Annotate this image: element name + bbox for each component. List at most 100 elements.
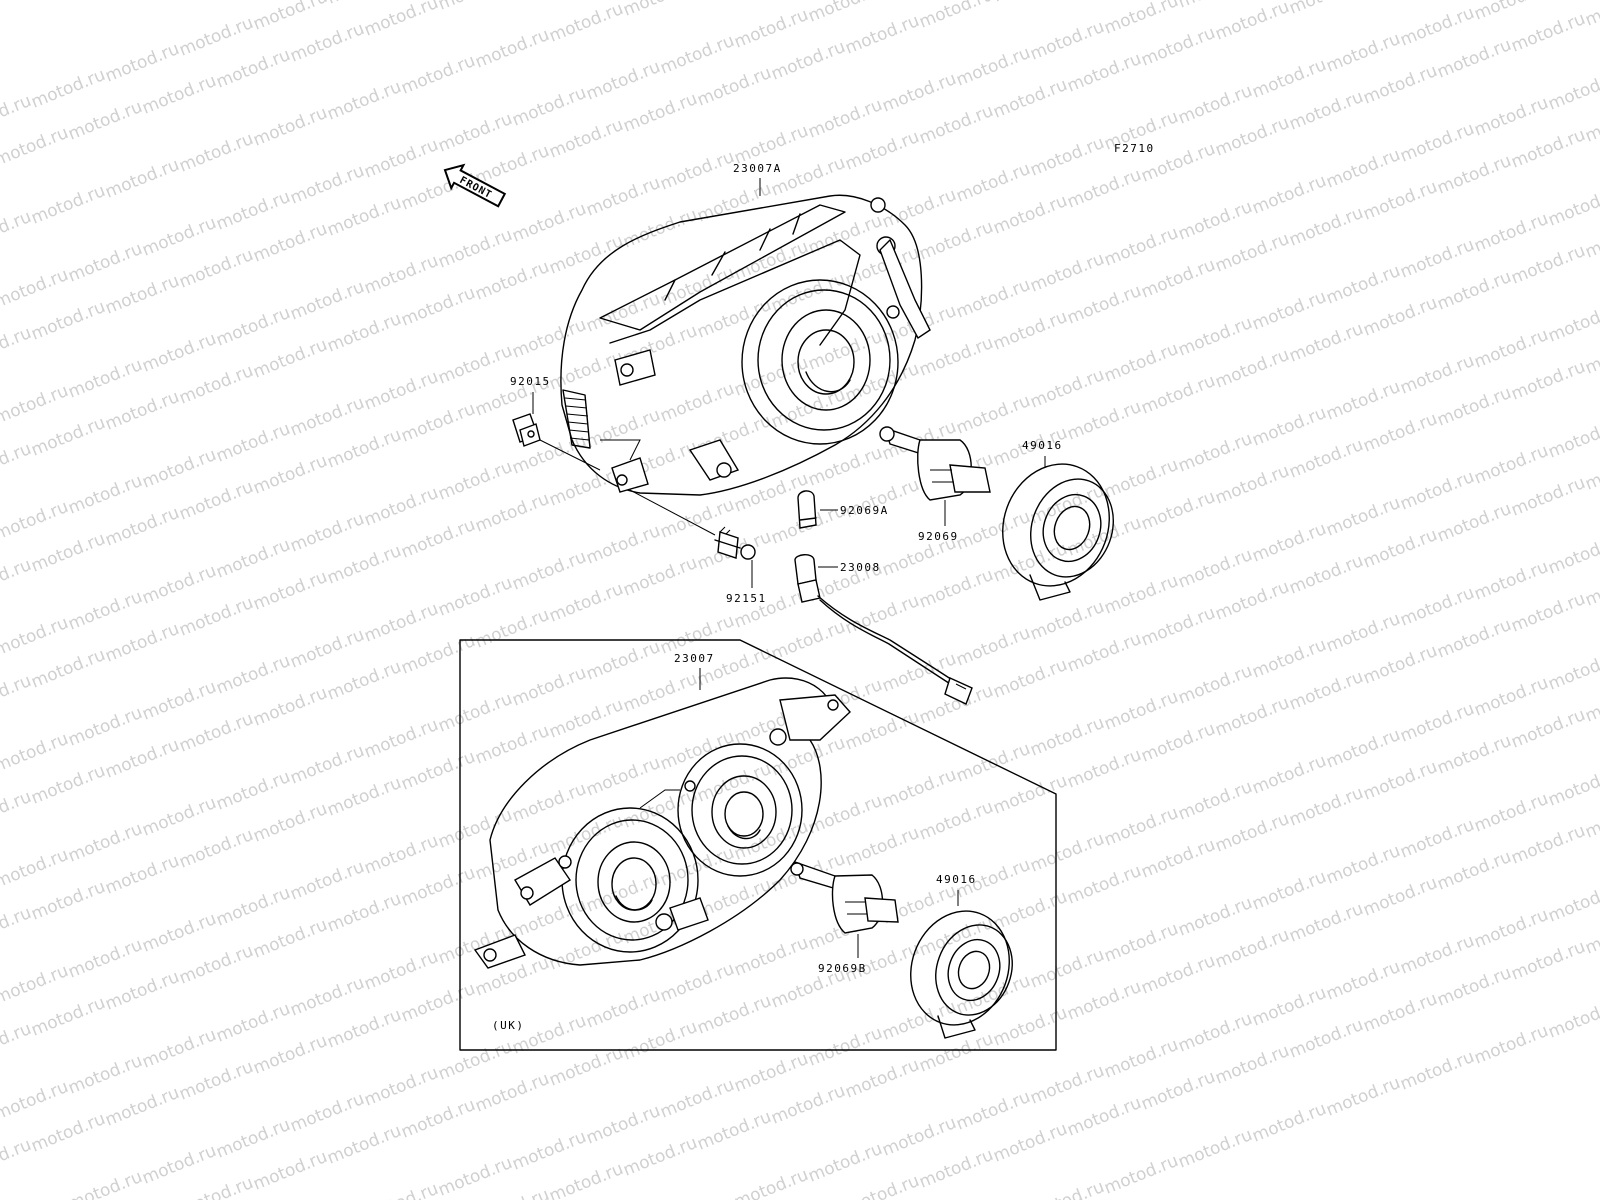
watermark-text: motod.ru bbox=[1545, 299, 1600, 347]
watermark-text: motod.ru bbox=[990, 539, 1070, 587]
watermark-text: motod.ru bbox=[1360, 525, 1440, 573]
watermark-text: motod.ru bbox=[1027, 597, 1107, 645]
watermark-text: motod.ru bbox=[1397, 583, 1477, 631]
watermark-text: motod.ru bbox=[0, 265, 71, 313]
watermark-text: motod.ru bbox=[1397, 1047, 1477, 1095]
watermark-text: motod.ru bbox=[28, 1109, 108, 1157]
watermark-text: motod.ru bbox=[250, 451, 330, 499]
watermark-text: motod.ru bbox=[1471, 789, 1551, 837]
watermark-text: motod.ru bbox=[213, 535, 293, 583]
watermark-text: motod.ru bbox=[213, 1115, 293, 1163]
watermark-text: motod.ru bbox=[916, 797, 996, 845]
watermark-text: motod.ru bbox=[0, 123, 71, 171]
watermark-text: motod.ru bbox=[65, 935, 145, 983]
watermark-text: motod.ru bbox=[435, 689, 515, 737]
watermark-text: motod.ru bbox=[805, 443, 885, 491]
watermark-text: motod.ru bbox=[361, 0, 441, 41]
watermark-text: motod.ru bbox=[1212, 0, 1292, 45]
watermark-text: motod.ru bbox=[102, 1083, 182, 1131]
watermark-text: motod.ru bbox=[287, 393, 367, 441]
part-label-23007: 23007 bbox=[674, 652, 715, 665]
watermark-text: motod.ru bbox=[583, 753, 663, 801]
watermark-text: motod.ru bbox=[398, 747, 478, 795]
watermark-text: motod.ru bbox=[1175, 777, 1255, 825]
watermark-text: motod.ru bbox=[583, 985, 663, 1033]
watermark-text: motod.ru bbox=[176, 593, 256, 641]
watermark-text: motod.ru bbox=[361, 947, 441, 995]
watermark-text: motod.ru bbox=[176, 361, 256, 409]
watermark-text: motod.ru bbox=[1249, 635, 1329, 683]
watermark-text: motod.ru bbox=[0, 381, 71, 429]
watermark-text: motod.ru bbox=[694, 991, 774, 1039]
watermark-text: motod.ru bbox=[213, 651, 293, 699]
watermark-text: motod.ru bbox=[213, 999, 293, 1047]
watermark-text: motod.ru bbox=[1027, 17, 1107, 65]
watermark-text: motod.ru bbox=[1064, 1093, 1144, 1141]
watermark-text: motod.ru bbox=[1212, 693, 1292, 741]
watermark-text: motod.ru bbox=[1212, 577, 1292, 625]
watermark-text: motod.ru bbox=[1360, 293, 1440, 341]
part-label-92069: 92069 bbox=[918, 530, 959, 543]
watermark-text: motod.ru bbox=[842, 127, 922, 175]
watermark-text: motod.ru bbox=[28, 761, 108, 809]
watermark-text: motod.ru bbox=[250, 799, 330, 847]
watermark-text: motod.ru bbox=[287, 857, 367, 905]
watermark-text: motod.ru bbox=[1064, 629, 1144, 677]
watermark-text: motod.ru bbox=[953, 391, 1033, 439]
watermark-text: motod.ru bbox=[990, 307, 1070, 355]
watermark-text: motod.ru bbox=[176, 129, 256, 177]
watermark-text: motod.ru bbox=[583, 173, 663, 221]
watermark-text: motod.ru bbox=[805, 0, 885, 27]
watermark-text: motod.ru bbox=[1471, 209, 1551, 257]
part-label-92151: 92151 bbox=[726, 592, 767, 605]
watermark-text: motod.ru bbox=[1286, 783, 1366, 831]
watermark-text: motod.ru bbox=[805, 95, 885, 143]
watermark-text: motod.ru bbox=[1249, 751, 1329, 799]
watermark-text: motod.ru bbox=[1471, 557, 1551, 605]
watermark-text: motod.ru bbox=[28, 645, 108, 693]
watermark-text: motod.ru bbox=[805, 1139, 885, 1187]
watermark-text: motod.ru bbox=[916, 217, 996, 265]
watermark-text: motod.ru bbox=[1175, 893, 1255, 941]
watermark-text: motod.ru bbox=[990, 655, 1070, 703]
watermark-text: motod.ru bbox=[1508, 473, 1588, 521]
watermark-text: motod.ru bbox=[398, 1095, 478, 1143]
watermark-text: motod.ru bbox=[1471, 0, 1551, 25]
watermark-text: motod.ru bbox=[1508, 9, 1588, 57]
watermark-text: motod.ru bbox=[842, 11, 922, 59]
watermark-text: motod.ru bbox=[472, 605, 552, 653]
watermark-text: motod.ru bbox=[102, 967, 182, 1015]
watermark-text: motod.ru bbox=[1545, 67, 1600, 115]
watermark-text: motod.ru bbox=[65, 587, 145, 635]
watermark-text: motod.ru bbox=[1175, 545, 1255, 593]
watermark-text: motod.ru bbox=[879, 1113, 959, 1161]
watermark-text: motod.ru bbox=[176, 1057, 256, 1105]
watermark-text: motod.ru bbox=[213, 419, 293, 467]
watermark-text: motod.ru bbox=[1397, 119, 1477, 167]
watermark-text: motod.ru bbox=[139, 1025, 219, 1073]
watermark-text: motod.ru bbox=[879, 185, 959, 233]
watermark-text: motod.ru bbox=[1286, 203, 1366, 251]
watermark-text: motod.ru bbox=[953, 275, 1033, 323]
part-label-92069a: 92069A bbox=[840, 504, 889, 517]
watermark-text: motod.ru bbox=[324, 77, 404, 125]
watermark-text: motod.ru bbox=[324, 309, 404, 357]
part-label-92015: 92015 bbox=[510, 375, 551, 388]
watermark-text: motod.ru bbox=[657, 147, 737, 195]
watermark-text: motod.ru bbox=[1027, 133, 1107, 181]
watermark-text: motod.ru bbox=[1471, 441, 1551, 489]
watermark-text: motod.ru bbox=[361, 715, 441, 763]
watermark-text: motod.ru bbox=[65, 1051, 145, 1099]
watermark-text: motod.ru bbox=[1434, 151, 1514, 199]
watermark-text: motod.ru bbox=[953, 43, 1033, 91]
watermark-text: motod.ru bbox=[1545, 183, 1600, 231]
watermark-text: motod.ru bbox=[657, 727, 737, 775]
watermark-text: motod.ru bbox=[28, 529, 108, 577]
watermark-text: motod.ru bbox=[1212, 1041, 1292, 1089]
watermark-text: motod.ru bbox=[1138, 255, 1218, 303]
watermark-text: motod.ru bbox=[65, 355, 145, 403]
watermark-text: motod.ru bbox=[176, 941, 256, 989]
watermark-text: motod.ru bbox=[250, 915, 330, 963]
watermark-text: motod.ru bbox=[435, 1153, 515, 1200]
watermark-text: motod.ru bbox=[1508, 357, 1588, 405]
